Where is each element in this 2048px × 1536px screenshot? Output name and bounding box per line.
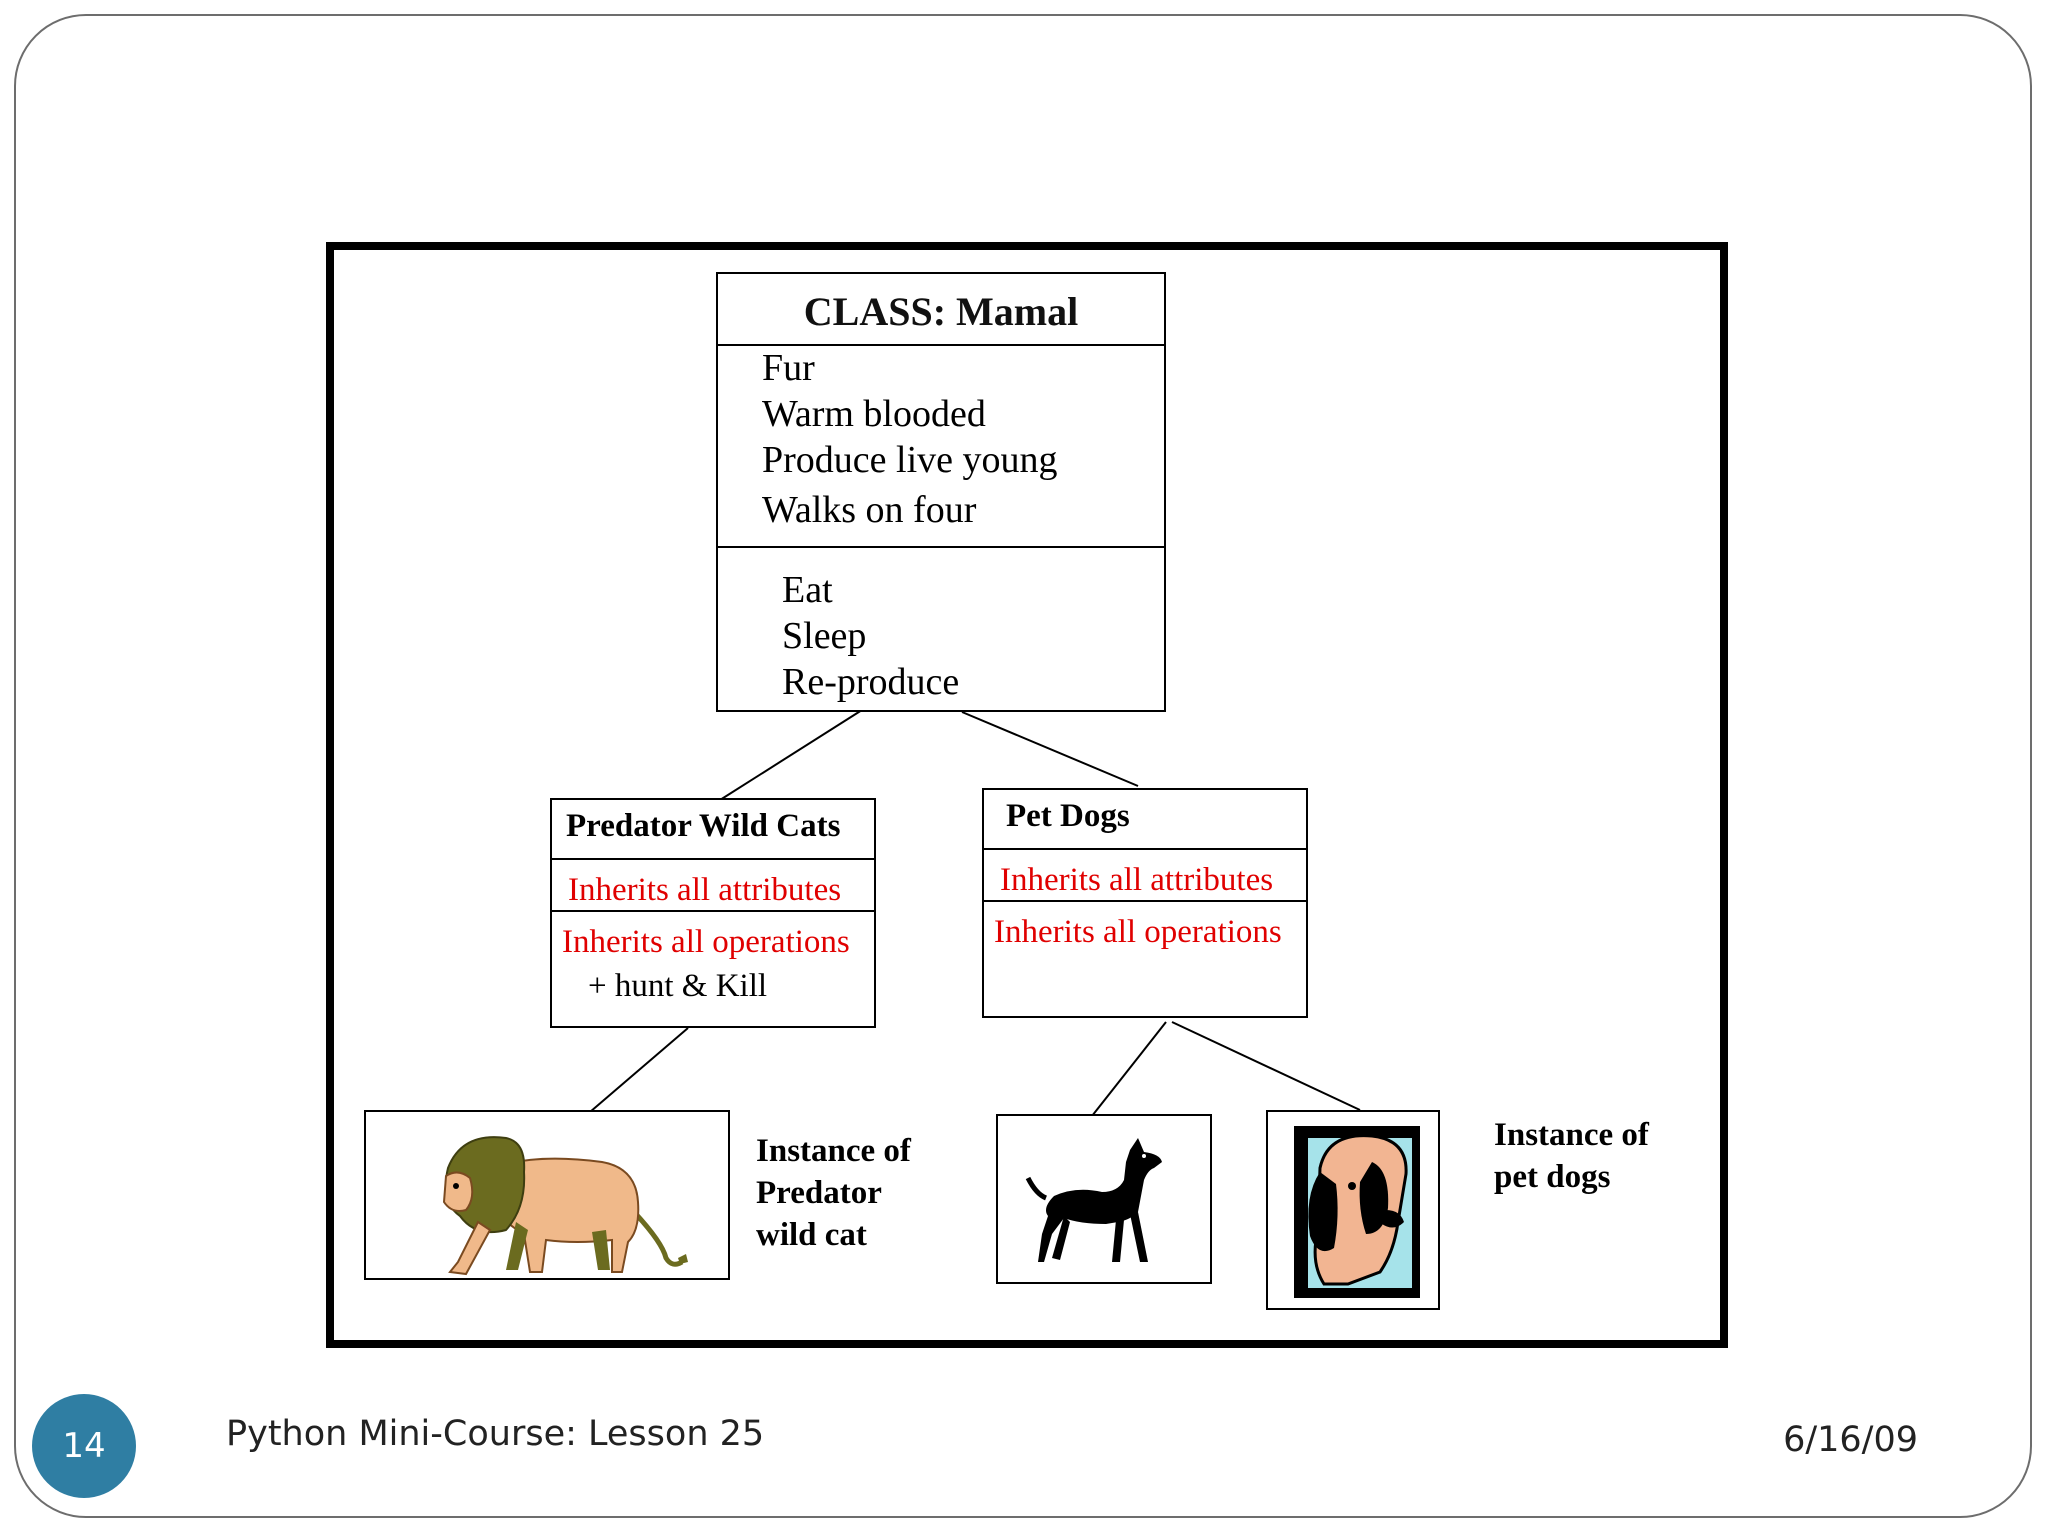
label-line: Predator bbox=[756, 1175, 882, 1211]
spaniel-portrait-icon bbox=[1294, 1126, 1420, 1298]
pet-dogs-inherited-operations: Inherits all operations bbox=[994, 914, 1282, 950]
mamal-attributes-section: Fur Warm blooded Produce live young Walk… bbox=[718, 344, 1164, 546]
pet-dogs-operations-section: Inherits all operations bbox=[984, 900, 1306, 1018]
attribute-item: Walks on four bbox=[762, 489, 977, 531]
wild-cats-header: Predator Wild Cats bbox=[552, 800, 874, 860]
pet-dogs-header: Pet Dogs bbox=[984, 790, 1306, 850]
course-title: Python Mini-Course: Lesson 25 bbox=[226, 1414, 765, 1454]
wild-cats-inherited-attributes: Inherits all attributes bbox=[568, 872, 842, 908]
operation-item: Sleep bbox=[782, 615, 867, 657]
pet-dogs-attributes-section: Inherits all attributes bbox=[984, 848, 1306, 900]
wild-cats-extra-operation: + hunt & Kill bbox=[588, 968, 768, 1004]
doberman-icon bbox=[1025, 1138, 1162, 1262]
pet-dog-instance-label: Instance of pet dogs bbox=[1494, 1114, 1649, 1198]
wild-cats-inherited-operations: Inherits all operations bbox=[562, 924, 850, 960]
operation-item: Eat bbox=[782, 569, 833, 611]
slide-date: 6/16/09 bbox=[1783, 1420, 1918, 1460]
label-line: Instance of bbox=[1494, 1117, 1649, 1153]
pet-dogs-inherited-attributes: Inherits all attributes bbox=[1000, 862, 1274, 898]
doberman-instance-box bbox=[996, 1114, 1212, 1284]
pet-dogs-title: Pet Dogs bbox=[1006, 798, 1130, 834]
label-line: Instance of bbox=[756, 1133, 911, 1169]
wild-cat-instance-label: Instance of Predator wild cat bbox=[756, 1130, 911, 1256]
lion-icon bbox=[442, 1136, 688, 1276]
operation-item: Re-produce bbox=[782, 661, 960, 703]
attribute-item: Produce live young bbox=[762, 439, 1058, 481]
wild-cats-title: Predator Wild Cats bbox=[566, 808, 841, 844]
wild-cat-instance-box bbox=[364, 1110, 730, 1280]
wild-cats-operations-section: Inherits all operations + hunt & Kill bbox=[552, 910, 874, 1028]
mamal-class-box: CLASS: Mamal Fur Warm blooded Produce li… bbox=[716, 272, 1166, 712]
mamal-operations-section: Eat Sleep Re-produce bbox=[718, 546, 1164, 712]
wild-cats-attributes-section: Inherits all attributes bbox=[552, 858, 874, 910]
pet-dogs-class-box: Pet Dogs Inherits all attributes Inherit… bbox=[982, 788, 1308, 1018]
label-line: pet dogs bbox=[1494, 1159, 1611, 1195]
attribute-item: Warm blooded bbox=[762, 393, 986, 435]
label-line: wild cat bbox=[756, 1217, 867, 1253]
spaniel-instance-box bbox=[1266, 1110, 1440, 1310]
wild-cats-class-box: Predator Wild Cats Inherits all attribut… bbox=[550, 798, 876, 1028]
mamal-class-header: CLASS: Mamal bbox=[718, 274, 1164, 346]
mamal-class-title: CLASS: Mamal bbox=[803, 289, 1079, 334]
slide-number-badge: 14 bbox=[32, 1394, 136, 1498]
attribute-item: Fur bbox=[762, 347, 815, 389]
